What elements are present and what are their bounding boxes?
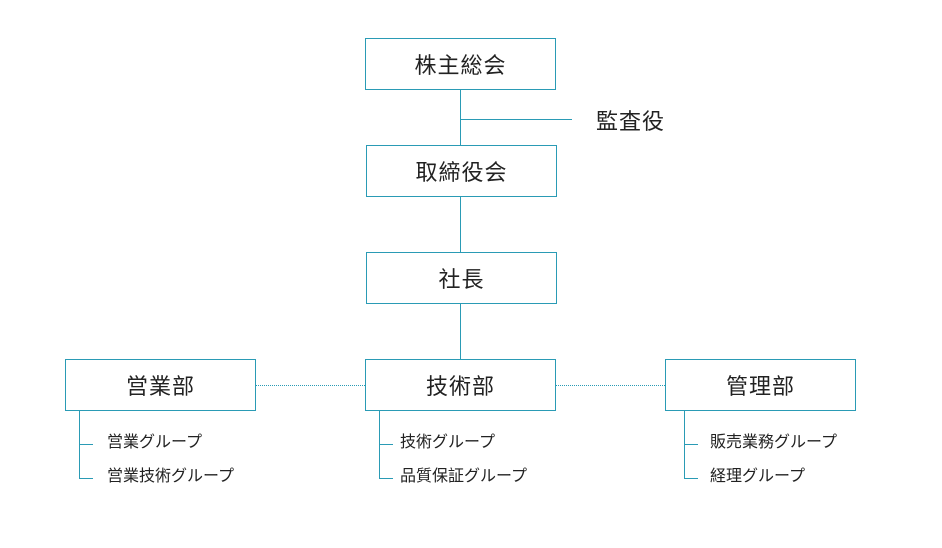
group-sales-2: 営業技術グループ: [107, 466, 235, 485]
node-shareholders-meeting-label: 株主総会: [414, 54, 507, 79]
group-tech-1: 技術グループ: [400, 432, 496, 451]
group-sales-1: 営業グループ: [107, 432, 203, 451]
bracket-tech-tick-1: [379, 444, 393, 445]
bracket-admin-tick-2: [684, 478, 698, 479]
node-technology-department: 技術部: [365, 359, 556, 411]
connector-auditor: [460, 119, 572, 120]
connector-tech-admin: [556, 385, 665, 386]
node-sales-department: 営業部: [65, 359, 256, 411]
node-shareholders-meeting: 株主総会: [365, 38, 556, 90]
node-board-of-directors-label: 取締役会: [415, 161, 508, 186]
group-admin-1: 販売業務グループ: [710, 432, 838, 451]
node-administration-department: 管理部: [665, 359, 856, 411]
connector-agm-board: [460, 90, 461, 145]
connector-president-tech: [460, 304, 461, 359]
node-president: 社長: [366, 252, 557, 304]
node-auditor: 監査役: [596, 110, 666, 135]
node-administration-department-label: 管理部: [725, 375, 795, 400]
connector-sales-tech: [256, 385, 365, 386]
node-technology-department-label: 技術部: [425, 375, 495, 400]
bracket-sales-tick-2: [79, 478, 93, 479]
group-tech-2: 品質保証グループ: [400, 466, 528, 485]
connector-board-president: [460, 197, 461, 252]
bracket-admin-tick-1: [684, 444, 698, 445]
group-admin-2: 経理グループ: [710, 466, 806, 485]
bracket-sales-tick-1: [79, 444, 93, 445]
node-sales-department-label: 営業部: [125, 375, 195, 400]
node-president-label: 社長: [438, 268, 485, 293]
node-board-of-directors: 取締役会: [366, 145, 557, 197]
bracket-tech-tick-2: [379, 478, 393, 479]
